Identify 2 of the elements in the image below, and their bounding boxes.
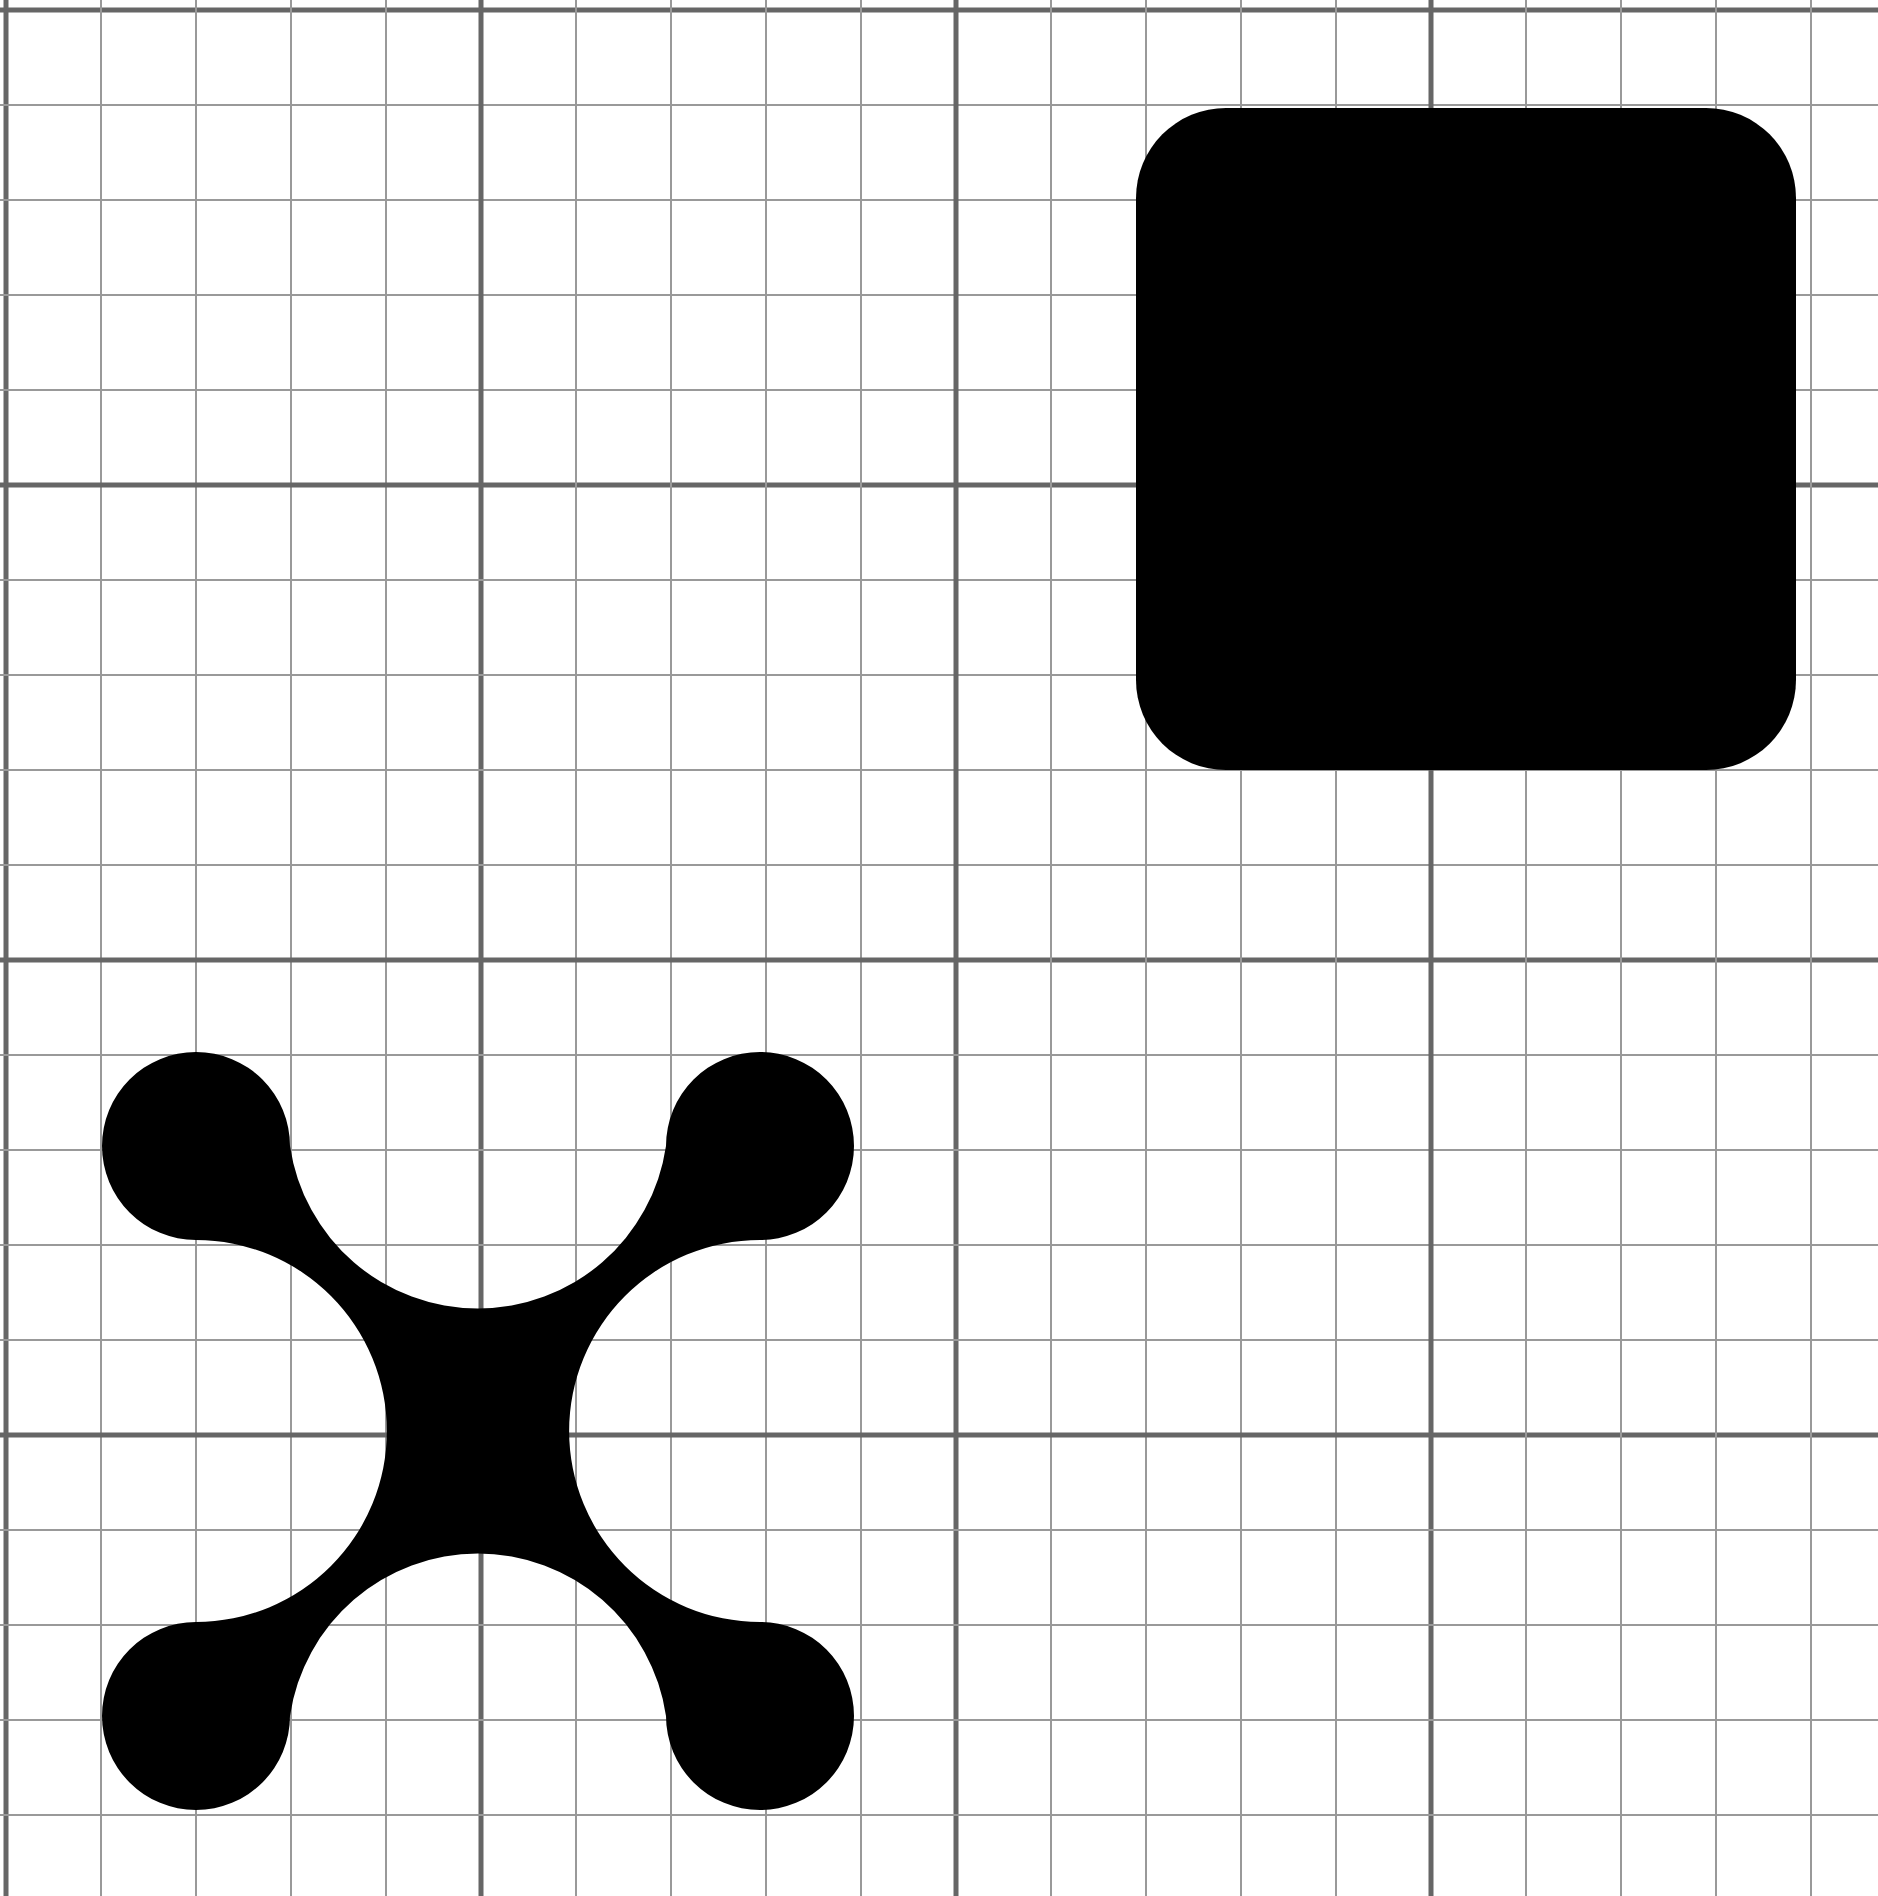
- rounded-square: [1136, 108, 1796, 770]
- cross-shape: [102, 1052, 854, 1810]
